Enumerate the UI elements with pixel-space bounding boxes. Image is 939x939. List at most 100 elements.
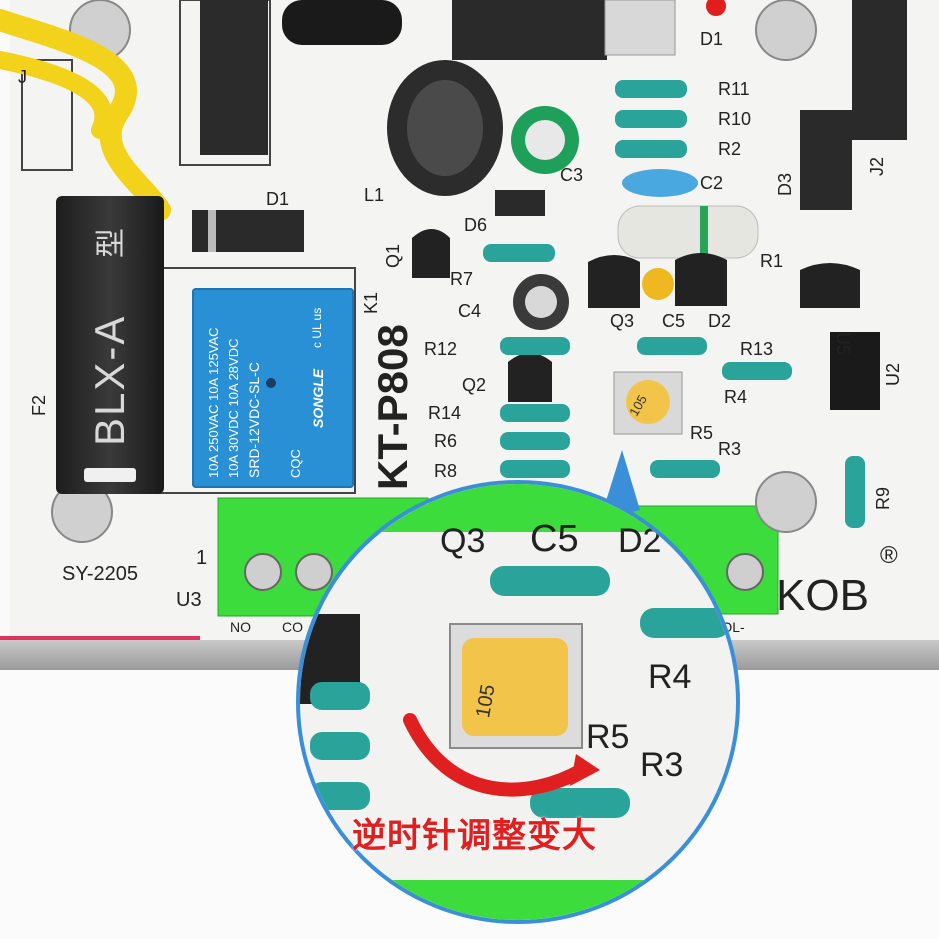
top-capacitor (282, 0, 402, 45)
zoom-arrow-curve (403, 713, 589, 797)
resistor-r1 (617, 205, 759, 259)
resistor-r8 (500, 460, 570, 478)
label-r2: R2 (718, 139, 742, 159)
label-d1: D1 (266, 189, 290, 209)
transistor-q3 (588, 255, 640, 308)
top-heatsink (604, 0, 676, 56)
label-r7: R7 (450, 269, 474, 289)
relay-line3: SRD-12VDC-SL-C (246, 362, 262, 478)
label-k1: K1 (361, 291, 381, 314)
yellow-wire (0, 9, 171, 221)
terminal-screw-2 (295, 553, 333, 591)
resistor-r11 (615, 80, 687, 98)
label-r1: R1 (760, 251, 784, 271)
capacitor-c2 (622, 169, 698, 197)
label-u5: U5 (833, 332, 853, 356)
zoom-label-r3: R3 (640, 746, 684, 784)
terminal-co: CO (282, 619, 303, 635)
label-d6: D6 (464, 215, 488, 235)
zoom-terminal-bottom (300, 880, 736, 920)
resistor-r13 (722, 362, 792, 380)
zoom-terminal-top (300, 484, 736, 532)
transistor-u5 (800, 263, 860, 308)
registered-mark: ® (880, 542, 898, 569)
resistor-r10 (615, 110, 687, 128)
transistor-d2 (675, 253, 727, 306)
resistor-r3 (650, 460, 720, 478)
zoom-label-d2: D2 (618, 522, 662, 560)
label-q2: Q2 (462, 375, 487, 395)
led-d1 (706, 0, 726, 16)
resistor-r6 (500, 432, 570, 450)
zoom-arrow-head (570, 754, 600, 786)
capacitor-c5 (642, 268, 674, 300)
label-r11: R11 (718, 79, 750, 99)
label-r5: R5 (690, 423, 714, 443)
label-r13: R13 (740, 339, 774, 359)
zoom-caption: 逆时针调整变大 (352, 817, 597, 855)
label-j: J (18, 67, 27, 87)
relay-k1: 10A 250VAC 10A 125VAC 10A 30VDC 10A 28VD… (192, 288, 354, 488)
label-c5: C5 (662, 311, 686, 331)
resistor-group (483, 80, 865, 528)
label-q3: Q3 (610, 311, 635, 331)
zoom-label-c5: C5 (530, 518, 579, 560)
zoom-magnifier: 105 Q3 C5 D2 R4 R5 R3 (296, 480, 740, 924)
mount-screw-bottom-right (755, 471, 817, 533)
zoom-label-r5: R5 (586, 718, 630, 756)
relay-dot (266, 378, 276, 388)
label-c3: C3 (560, 165, 584, 185)
terminal-no: NO (230, 619, 251, 635)
fuse-f2: BLX-A 型 (56, 196, 164, 494)
zoom-resistor-r3 (530, 788, 630, 818)
fuse-label: BLX-A (86, 314, 133, 446)
relay-brand: SONGLE (310, 368, 326, 428)
resistor-r12 (500, 337, 570, 355)
zoom-resistor-c (310, 782, 370, 810)
zoom-resistor-b (310, 732, 370, 760)
terminal-screw-3 (726, 553, 764, 591)
label-d3: D3 (775, 172, 795, 196)
label-r6: R6 (434, 431, 458, 451)
relay-line1: 10A 250VAC 10A 125VAC (206, 327, 221, 478)
resistor-r9 (845, 456, 865, 528)
label-r4: R4 (724, 387, 748, 407)
zoom-trimmer-dial (462, 638, 568, 736)
zoom-resistor-c5 (490, 566, 610, 596)
zoom-label-r4: R4 (648, 658, 692, 696)
label-c4: C4 (458, 301, 482, 321)
label-d1-top: D1 (700, 29, 724, 49)
top-module (452, 0, 607, 60)
diode-d6 (495, 190, 545, 216)
zoom-resistor-a (310, 682, 370, 710)
label-r10: R10 (718, 109, 752, 129)
mount-screw-top-right (755, 0, 817, 61)
transistor-q1 (412, 229, 450, 278)
label-q1: Q1 (383, 243, 403, 268)
label-r14: R14 (428, 403, 462, 423)
zoom-label-q3: Q3 (440, 522, 486, 560)
transistor-q2 (508, 353, 552, 402)
fuse-slot (84, 468, 136, 482)
chip-u2 (830, 332, 880, 410)
label-d2: D2 (708, 311, 732, 331)
label-j2: J2 (867, 156, 887, 176)
fuse-char: 型 (95, 226, 128, 258)
terminal-screw-1 (244, 553, 282, 591)
connector-j2 (852, 0, 907, 140)
label-r8: R8 (434, 461, 458, 481)
brand-kob: KOB (776, 571, 869, 620)
label-c2: C2 (700, 173, 724, 193)
silk-outline-j (21, 59, 73, 171)
label-r9: R9 (873, 486, 893, 510)
zoom-resistor-r4 (640, 608, 730, 638)
resistor-r13-upper (637, 337, 707, 355)
label-l1: L1 (364, 185, 385, 205)
relay-cert: c UL us (310, 307, 324, 348)
zoom-artwork: 105 (300, 484, 736, 920)
silk-outline-bridge (179, 0, 271, 166)
resistor-r7 (483, 244, 555, 262)
board-id: SY-2205 (62, 563, 138, 585)
terminal-pin1: 1 (196, 547, 208, 569)
